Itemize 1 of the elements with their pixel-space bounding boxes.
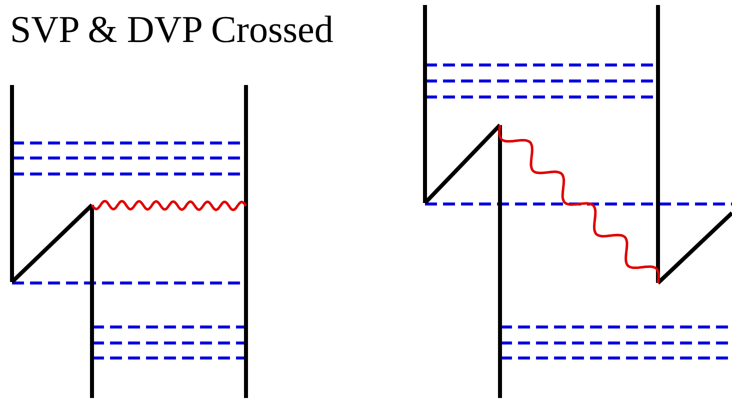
diagram-title: SVP & DVP Crossed <box>10 8 334 52</box>
